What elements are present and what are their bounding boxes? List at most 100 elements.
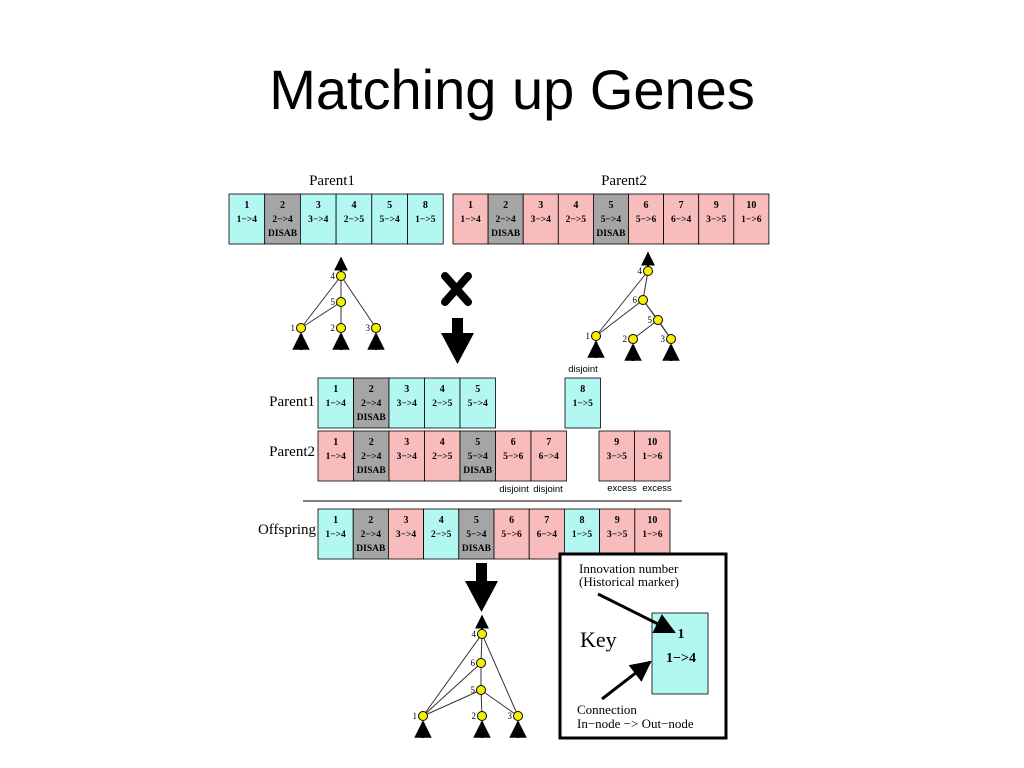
gene-innovation-number: 9 [714,200,719,211]
network-edge [300,301,342,329]
gene-mid-p2-7: 7 6−>4 [530,430,567,482]
gene-connection: 1−>4 [237,215,258,225]
gene-connection: 6−>4 [537,530,558,540]
gene-innovation-number: 3 [538,200,543,211]
network-node [643,266,653,276]
gene-connection: 5−>6 [501,530,522,540]
gene-cell [407,193,444,245]
gene-innovation-number: 9 [615,515,620,526]
gene-top-p2-9: 93−>5 [698,193,735,245]
gene-top-p1-5: 55−>4 [371,193,408,245]
gene-mid-p2-9: 93−>5 [598,430,635,482]
gene-innovation-number: 4 [573,200,578,211]
node-label: 4 [331,271,336,281]
gene-mid-p1-3: 33−>4 [388,377,425,429]
key-connection-line2: In−node −> Out−node [577,716,694,731]
network-edge [632,319,659,340]
gene-connection: 2−>5 [344,215,365,225]
gene-offspring-6: 6 5−>6 [493,508,530,560]
gene-cell [317,430,354,482]
gene-connection: 5−>6 [636,215,657,225]
gene-connection: 3−>4 [308,215,329,225]
gene-cell [459,430,496,482]
gene-connection: 6−>4 [539,452,560,462]
gene-cell [264,193,301,245]
offspring-label: Offspring [258,522,317,538]
network-edge [595,270,649,337]
gene-connection: 2−>4 [361,452,382,462]
gene-cell [458,508,495,560]
gene-cell [353,377,390,429]
gene-innovation-number: 3 [404,515,409,526]
gene-offspring-3: 3 3−>4 [387,508,424,560]
gene-cell [530,430,567,482]
gene-disabled-tag: DISAB [462,544,492,554]
gene-connection: 2−>5 [566,215,587,225]
gene-offspring-1: 11−>4 [317,508,354,560]
gene-innovation-number: 7 [546,437,551,448]
gene-top-p2-3: 33−>4 [522,193,559,245]
gene-cell [564,377,601,429]
network-node [628,334,638,344]
gene-mid-p2-3: 33−>4 [388,430,425,482]
down-arrow-icon [441,318,474,364]
key-label: Key [580,627,617,652]
network-node [513,711,523,721]
gene-connection: 1−>6 [642,452,663,462]
network-edge [422,689,482,717]
gene-innovation-number: 5 [474,515,479,526]
gene-innovation-number: 1 [468,200,473,211]
gene-mid-p2-10: 10 1−>6 [634,430,671,482]
gene-connection: 5−>4 [468,399,489,409]
gene-connection: 1−>5 [415,215,436,225]
gene-connection: 5−>4 [466,530,487,540]
down-arrow-icon [465,563,498,612]
top-parent2-label: Parent2 [601,173,647,189]
gene-connection: 2−>4 [361,530,382,540]
gene-disabled-tag: DISAB [268,229,298,239]
node-label: 4 [638,266,643,276]
gene-connection: 6−>4 [671,215,692,225]
gene-innovation-number: 6 [509,515,514,526]
gene-innovation-number: 2 [368,515,373,526]
excess-label-9: excess [607,483,637,494]
gene-top-p2-1: 11−>4 [452,193,489,245]
gene-innovation-number: 1 [244,200,249,211]
gene-innovation-number: 4 [351,200,356,211]
excess-label-10: excess [642,483,672,494]
gene-connection: 5−>4 [601,215,622,225]
node-label: 5 [648,315,653,325]
gene-cell [599,508,636,560]
gene-cell [663,193,700,245]
gene-top-p1-3: 33−>4 [299,193,337,245]
gene-mid-p1-5: 55−>4 [459,377,496,429]
node-label: 1 [291,323,296,333]
gene-innovation-number: 4 [440,437,445,448]
network-node [336,323,346,333]
gene-cell [698,193,735,245]
gene-innovation-number: 2 [369,384,374,395]
gene-offspring-8: 81−>5 [564,508,601,560]
gene-innovation-number: 8 [580,515,585,526]
network-node [477,711,487,721]
gene-innovation-number: 10 [647,437,657,448]
network-node [591,331,601,341]
gene-connection: 3−>4 [396,530,417,540]
gene-connection: 5−>6 [503,452,524,462]
node-label: 6 [471,658,476,668]
network-node [296,323,306,333]
gene-connection: 3−>5 [607,530,628,540]
key-innovation-line2: (Historical marker) [579,574,679,589]
gene-connection: 2−>5 [432,452,453,462]
network-node [336,271,346,281]
disjoint-label-6: disjoint [499,484,529,495]
gene-cell [388,430,425,482]
gene-cell [228,193,266,245]
gene-mid-p2-4: 4 2−>5 [424,430,461,482]
gene-offspring-9: 9 3−>5 [599,508,636,560]
network-edge [595,299,644,337]
